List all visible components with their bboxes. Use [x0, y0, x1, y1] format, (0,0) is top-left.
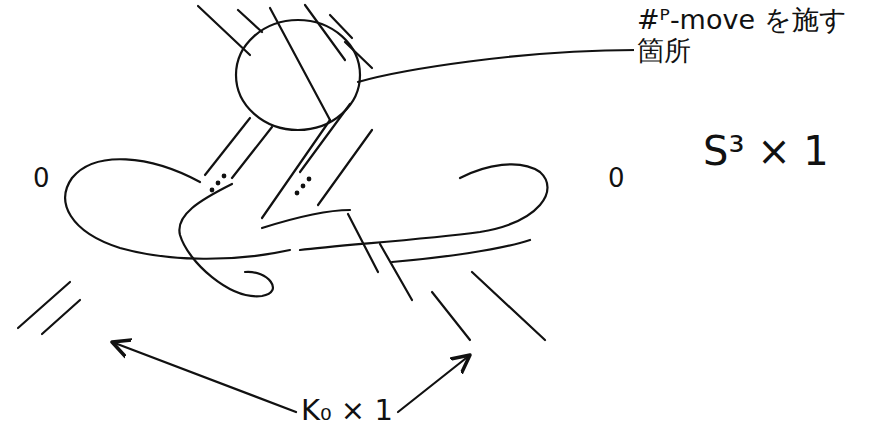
framing-number: 0: [30, 164, 53, 194]
knot-strands: [18, 272, 545, 340]
move-circle: [236, 20, 360, 130]
strands: [198, 5, 412, 300]
leader-lines: [112, 50, 636, 412]
space-label: S³ × 1: [700, 128, 832, 174]
knot-label: K₀ × 1: [298, 394, 396, 427]
framing-number: 0: [605, 164, 628, 194]
callout-note: #ᴾ-move を施す 箇所: [634, 4, 880, 66]
